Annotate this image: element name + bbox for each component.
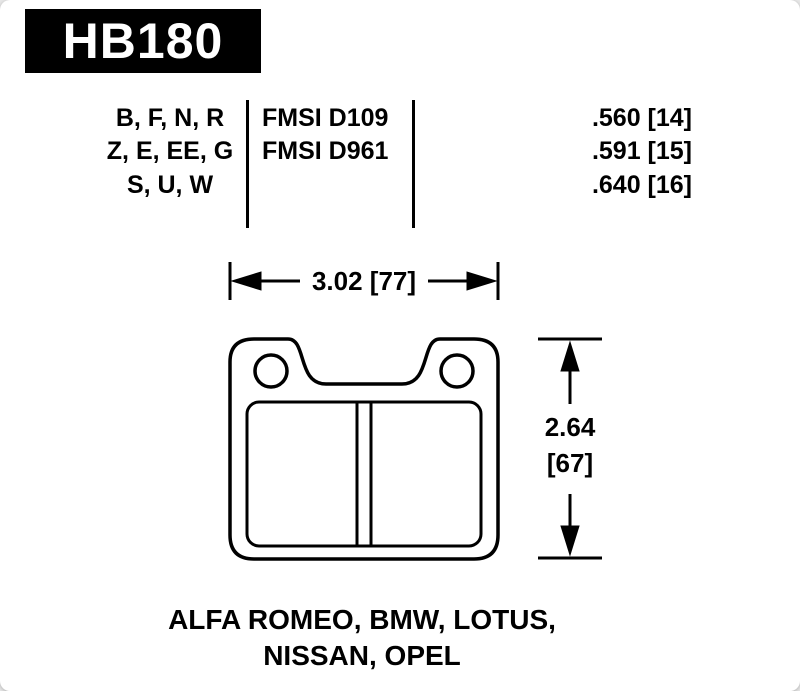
height-dimension-value: 2.64 xyxy=(544,412,596,442)
compound-codes-row3: S, U, W xyxy=(126,171,214,199)
table-divider-left xyxy=(246,100,249,228)
fmsi-row3 xyxy=(262,170,422,200)
pad-backing-plate-outline xyxy=(228,337,500,561)
compound-codes-row2: Z, E, EE, G xyxy=(106,137,234,165)
compound-codes-row1: B, F, N, R xyxy=(115,104,225,132)
vehicle-applications: ALFA ROMEO, BMW, LOTUS, NISSAN, OPEL xyxy=(37,602,687,674)
part-number-box: HB180 xyxy=(25,9,261,73)
arrow-up-icon xyxy=(560,340,580,372)
arrow-down-icon xyxy=(560,525,580,557)
mounting-hole-left xyxy=(253,353,289,389)
friction-material-outline xyxy=(245,400,483,548)
fmsi-row1: FMSI D109 xyxy=(262,104,389,132)
thickness-row2: .591 [15] xyxy=(591,137,692,165)
applications-line1: ALFA ROMEO, BMW, LOTUS, xyxy=(168,604,556,635)
arrow-left-icon xyxy=(230,271,262,291)
table-divider-right xyxy=(412,100,415,228)
brake-pad-shape xyxy=(228,337,500,561)
mounting-hole-right xyxy=(439,353,475,389)
applications-line2: NISSAN, OPEL xyxy=(263,640,461,671)
part-number: HB180 xyxy=(62,13,224,69)
height-dimension-mm: [67] xyxy=(546,448,594,478)
thickness-row1: .560 [14] xyxy=(591,104,692,132)
thickness-row3: .640 [16] xyxy=(591,171,692,199)
arrow-right-icon xyxy=(466,271,498,291)
width-dimension-label: 3.02 [77] xyxy=(311,266,417,296)
fmsi-row2: FMSI D961 xyxy=(262,137,389,165)
